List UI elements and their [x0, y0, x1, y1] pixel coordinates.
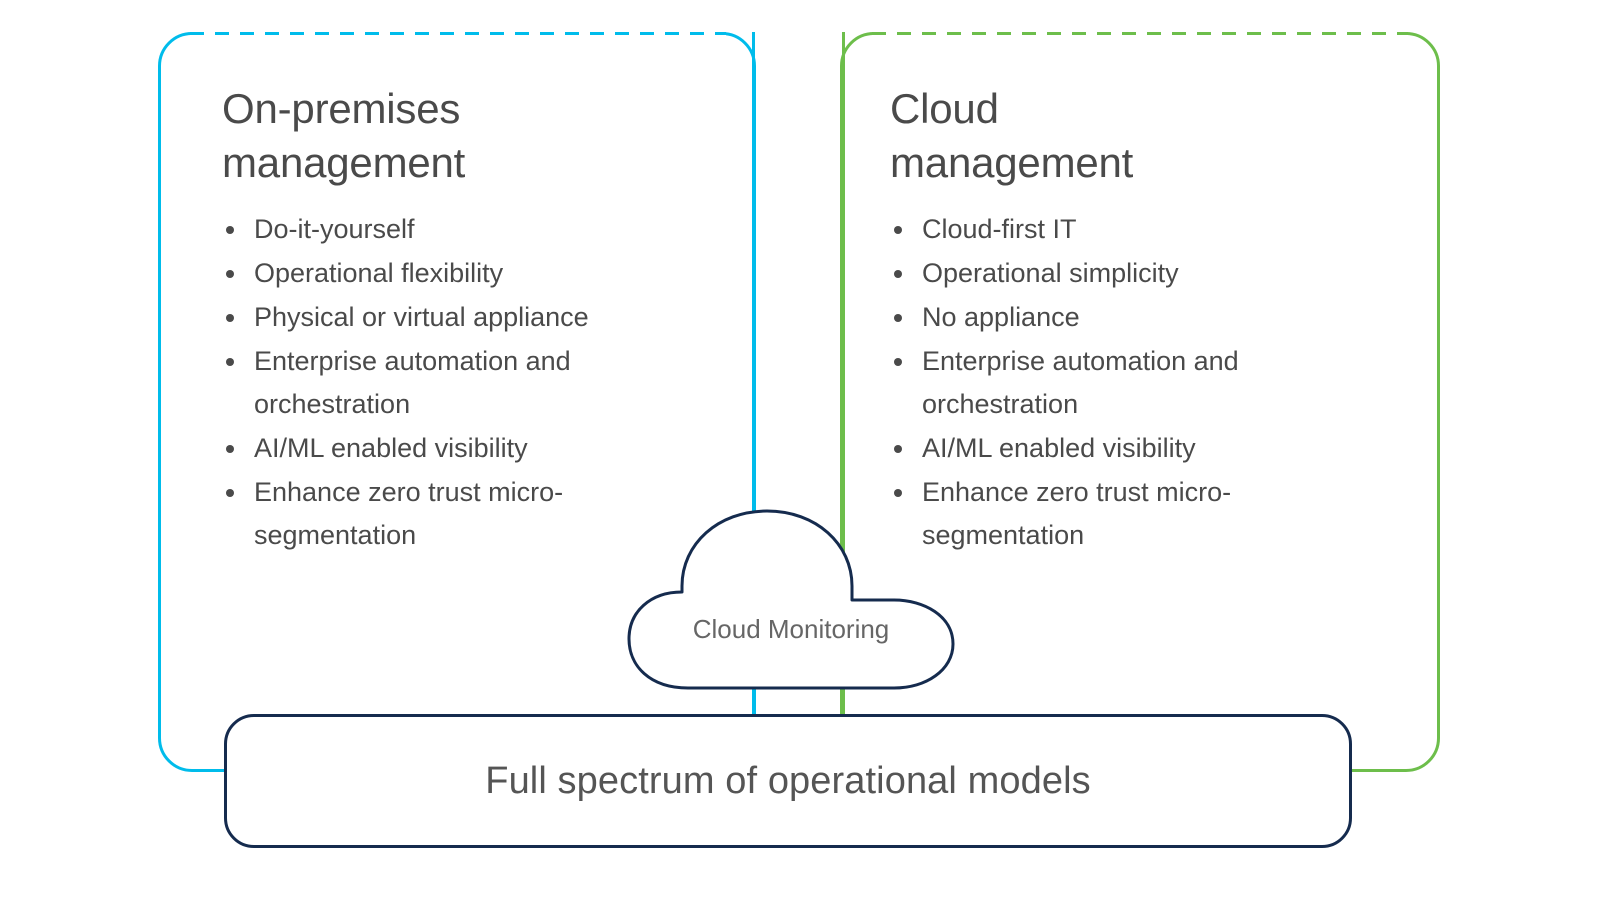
on-premises-title: On-premises management [222, 85, 466, 186]
list-item: Enterprise automation and orchestration [890, 340, 1322, 426]
list-item-label: No appliance [922, 301, 1080, 332]
list-item-label: Enterprise automation and orchestration [254, 345, 571, 419]
list-item-label: Enterprise automation and orchestration [922, 345, 1239, 419]
bullet-dot-icon [226, 225, 234, 234]
list-item-label: Operational simplicity [922, 257, 1179, 288]
list-item-label: Enhance zero trust micro-segmentation [254, 476, 564, 550]
list-item: Do-it-yourself [222, 208, 654, 251]
bullet-dot-icon [894, 313, 902, 322]
full-spectrum-banner-label: Full spectrum of operational models [485, 759, 1091, 802]
list-item-label: Physical or virtual appliance [254, 301, 589, 332]
bullet-dot-icon [894, 269, 902, 278]
cloud-monitoring-node: Cloud Monitoring [626, 508, 956, 690]
list-item-label: Cloud-first IT [922, 213, 1077, 244]
cloud-icon [627, 509, 955, 690]
bullet-dot-icon [226, 357, 234, 366]
list-item-label: Enhance zero trust micro-segmentation [922, 476, 1232, 550]
list-item: No appliance [890, 296, 1322, 339]
bullet-dot-icon [226, 269, 234, 278]
list-item: AI/ML enabled visibility [222, 427, 654, 470]
list-item: AI/ML enabled visibility [890, 427, 1322, 470]
on-premises-bullet-list: Do-it-yourself Operational flexibility P… [222, 208, 742, 557]
bullet-dot-icon [226, 313, 234, 322]
list-item: Cloud-first IT [890, 208, 1322, 251]
bullet-dot-icon [894, 225, 902, 234]
bullet-dot-icon [226, 488, 234, 497]
on-premises-content: On-premises management Do-it-yourself Op… [222, 82, 742, 558]
list-item: Operational simplicity [890, 252, 1322, 295]
bullet-dot-icon [894, 357, 902, 366]
card-top-dashed-edge-cloud [872, 32, 1408, 35]
cloud-management-bullet-list: Cloud-first IT Operational simplicity No… [890, 208, 1410, 557]
connector-line-cloud [842, 32, 845, 732]
bullet-dot-icon [894, 488, 902, 497]
list-item: Enterprise automation and orchestration [222, 340, 654, 426]
list-item: Enhance zero trust micro-segmentation [222, 471, 654, 557]
cloud-management-title: Cloud management [890, 85, 1134, 186]
list-item-label: AI/ML enabled visibility [254, 432, 528, 463]
list-item: Enhance zero trust micro-segmentation [890, 471, 1322, 557]
list-item: Operational flexibility [222, 252, 654, 295]
full-spectrum-banner: Full spectrum of operational models [224, 714, 1352, 848]
list-item-label: Operational flexibility [254, 257, 504, 288]
card-top-dashed-edge-onprem [190, 32, 726, 35]
cloud-management-content: Cloud management Cloud-first IT Operatio… [890, 82, 1410, 558]
list-item: Physical or virtual appliance [222, 296, 654, 339]
list-item-label: AI/ML enabled visibility [922, 432, 1196, 463]
list-item-label: Do-it-yourself [254, 213, 415, 244]
bullet-dot-icon [226, 444, 234, 453]
bullet-dot-icon [894, 444, 902, 453]
